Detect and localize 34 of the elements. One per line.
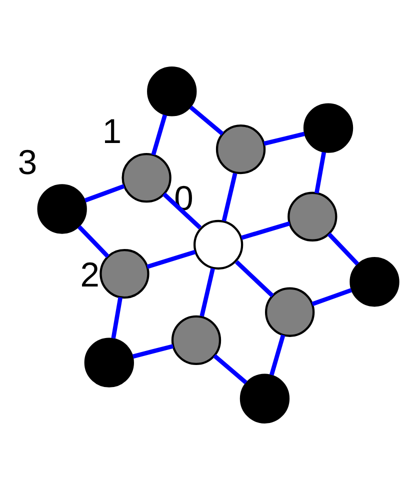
connector <box>189 105 224 136</box>
node-circle <box>288 191 338 241</box>
connector <box>240 220 290 240</box>
node-label: 1 <box>102 112 122 150</box>
node-circle <box>122 152 172 202</box>
connector <box>235 260 274 297</box>
node-circle <box>193 219 244 270</box>
node-circle <box>171 314 222 365</box>
node-circle <box>147 66 197 116</box>
connector <box>270 334 286 376</box>
node-circle <box>240 373 290 423</box>
node-circle <box>100 248 150 298</box>
connector <box>222 172 238 221</box>
connector <box>213 354 248 384</box>
connector <box>200 268 215 316</box>
node-circle <box>84 337 134 387</box>
node-label: 3 <box>18 144 38 182</box>
connector <box>264 131 305 146</box>
connector <box>151 114 168 155</box>
node-circle <box>350 256 400 306</box>
connector <box>162 192 202 229</box>
connector <box>146 249 196 268</box>
connector <box>327 232 360 266</box>
connector <box>312 288 352 306</box>
node-circle <box>264 286 315 336</box>
connector <box>84 184 125 202</box>
connector <box>111 296 123 338</box>
node-circle <box>37 184 87 234</box>
connector <box>132 344 174 358</box>
node-circle <box>303 102 354 152</box>
node-label: 2 <box>80 256 100 294</box>
connector <box>314 151 326 193</box>
connector <box>78 224 110 258</box>
node-circle <box>216 124 266 174</box>
